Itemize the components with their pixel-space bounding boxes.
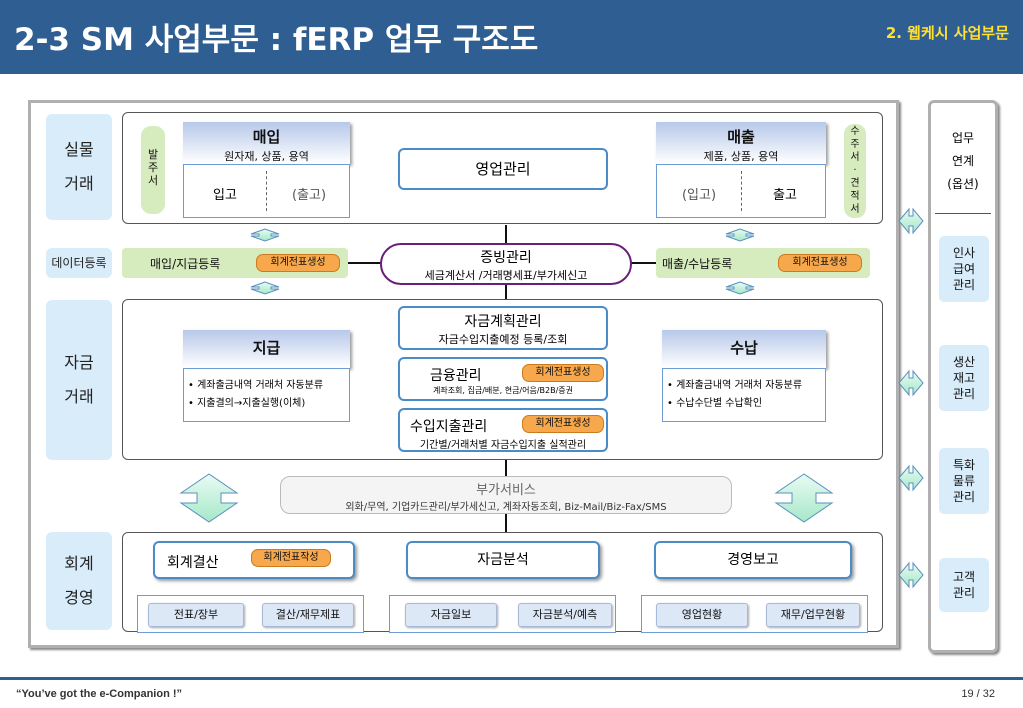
income-expense-sub: 기간별/거래처별 자금수입지출 실적관리 [419,440,587,451]
fund-plan-sub: 자금수입지출예정 등록/조회 [438,333,568,346]
side-item-production-inventory[interactable]: 생산 재고 관리 [939,345,989,411]
title-bar: 2-3 SM 사업부문 : fERP 업무 구조도 2. 웹케시 사업부문 [0,0,1023,74]
acct-voucher-tag: 회계전표생성 [256,254,340,272]
finance-work-status-button[interactable]: 재무/업무현황 [766,603,860,627]
footer-divider [0,677,1023,680]
side-item-special-logistics[interactable]: 특화 물류 관리 [939,448,989,514]
footer-slogan: “You’ve got the e-Companion !” [16,688,183,700]
fund-analysis-box: 자금분석 [406,541,600,579]
income-expense-title: 수입지출관리 [410,419,488,435]
closing-box: 회계결산 회계전표작성 [153,541,355,579]
extra-services-sub: 외화/무역, 기업카드관리/부가세신고, 계좌자동조회, Biz-Mail/Bi… [345,502,667,513]
list-item: • 계좌출금내역 거래처 자동분류 [667,380,803,391]
receipt-card-body: • 계좌출금내역 거래처 자동분류 • 수납수단별 수납확인 [662,368,826,422]
evidence-management-box: 증빙관리 세금계산서 /거래명세표/부가세신고 [380,243,632,285]
daily-fund-report-button[interactable]: 자금일보 [405,603,497,627]
big-vertical-arrow-icon [179,473,834,523]
purchase-card-header: 매입 원자재, 상품, 용역 [183,122,350,164]
category-data-registration: 데이터등록 [46,248,112,278]
business-link-column: 업무 연계 (옵션) 인사 급여 관리 생산 재고 관리 특화 물류 관리 고객… [928,100,998,653]
acct-voucher-write-tag: 회계전표작성 [251,549,331,567]
sales-sub: 제품, 상품, 용역 [703,150,779,163]
section-label: 2. 웹케시 사업부문 [885,24,1009,42]
list-item: • 지출결의→지출실행(이체) [188,398,306,409]
voucher-ledger-button[interactable]: 전표/장부 [148,603,244,627]
evidence-sub: 세금계산서 /거래명세표/부가세신고 [424,269,588,282]
sales-management-box: 영업관리 [398,148,608,190]
extra-services-title: 부가서비스 [476,483,536,498]
receipt-card-header: 수납 [662,330,826,368]
acct-voucher-tag: 회계전표생성 [522,415,604,433]
extra-services-box: 부가서비스 외화/무역, 기업카드관리/부가세신고, 계좌자동조회, Biz-M… [280,476,732,514]
income-expense-box: 수입지출관리 회계전표생성 기간별/거래처별 자금수입지출 실적관리 [398,408,608,452]
closing-fin-stmt-button[interactable]: 결산/재무제표 [262,603,354,627]
sales-title: 매출 [727,128,755,146]
page-number: 19 / 32 [961,688,995,700]
vertical-arrow-icon [250,228,755,295]
sales-out: 출고 [773,188,797,203]
acct-voucher-tag: 회계전표생성 [778,254,862,272]
purchase-in: 입고 [213,188,237,203]
fund-plan-box: 자금계획관리 자금수입지출예정 등록/조회 [398,306,608,350]
evidence-title: 증빙관리 [480,250,532,266]
finance-sub: 계좌조회, 집금/배분, 현금/어음/B2B/증권 [432,386,574,395]
finance-box: 금융관리 회계전표생성 계좌조회, 집금/배분, 현금/어음/B2B/증권 [398,357,608,401]
purchase-out: (출고) [291,188,327,203]
payment-card-header: 지급 [183,330,350,368]
sales-in: (입고) [681,188,717,203]
acct-voucher-tag: 회계전표생성 [522,364,604,382]
sales-card-body: (입고) 출고 [656,164,826,218]
sales-registration-bar: 매출/수납등록 회계전표생성 [656,248,870,278]
fund-plan-title: 자금계획관리 [464,314,542,330]
side-item-customer[interactable]: 고객 관리 [939,558,989,612]
category-accounting: 회계 경영 [46,532,112,630]
category-real-trade: 실물 거래 [46,114,112,220]
list-item: • 계좌출금내역 거래처 자동분류 [188,380,324,391]
category-fund-trade: 자금 거래 [46,300,112,460]
page-title: 2-3 SM 사업부문 : fERP 업무 구조도 [14,22,539,58]
sales-card-header: 매출 제품, 상품, 용역 [656,122,826,164]
closing-title: 회계결산 [167,555,219,571]
finance-title: 금융관리 [430,368,482,384]
mgmt-report-box: 경영보고 [654,541,852,579]
purchase-title: 매입 [252,128,281,146]
purchase-card-body: 입고 (출고) [183,164,350,218]
sales-registration-label: 매출/수납등록 [662,257,733,271]
list-item: • 수납수단별 수납확인 [667,398,763,409]
payment-card-body: • 계좌출금내역 거래처 자동분류 • 지출결의→지출실행(이체) [183,368,350,422]
purchase-registration-label: 매입/지급등록 [150,257,221,271]
sales-status-button[interactable]: 영업현황 [656,603,748,627]
purchase-sub: 원자재, 상품, 용역 [224,150,309,163]
fund-forecast-button[interactable]: 자금분석/예측 [518,603,612,627]
purchase-registration-bar: 매입/지급등록 회계전표생성 [122,248,348,278]
side-item-hr-payroll[interactable]: 인사 급여 관리 [939,236,989,302]
business-link-heading: 업무 연계 (옵션) [947,131,979,191]
